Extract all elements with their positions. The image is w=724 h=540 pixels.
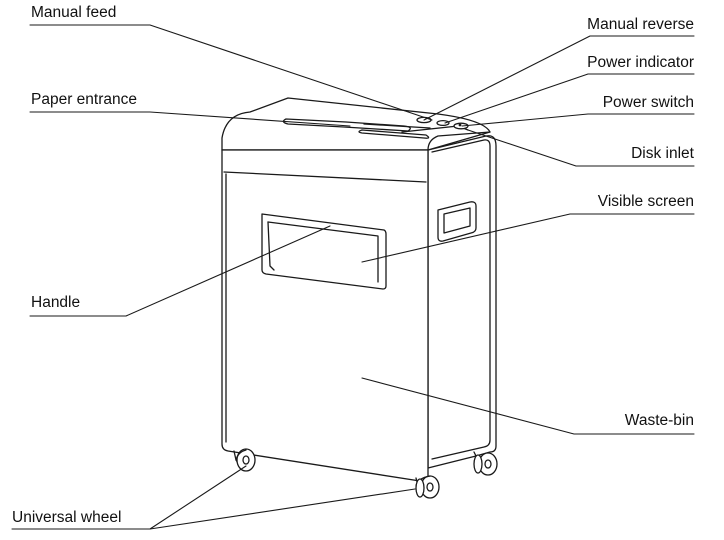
leader-power-switch xyxy=(461,113,695,127)
label-disk-inlet: Disk inlet xyxy=(631,145,694,162)
leader-visible-screen xyxy=(361,213,695,263)
shredder-side-panel xyxy=(427,135,497,469)
leader-lines xyxy=(11,24,695,530)
shredder-front-face xyxy=(221,149,429,482)
leader-handle xyxy=(29,225,331,317)
leader-waste-bin xyxy=(361,377,695,435)
leader-paper-entrance xyxy=(29,111,351,127)
leader-universal-wheel-2 xyxy=(149,488,416,530)
label-waste-bin: Waste-bin xyxy=(624,412,694,429)
label-manual-reverse: Manual reverse xyxy=(587,16,694,33)
side-handle xyxy=(437,201,477,242)
label-universal-wheel: Universal wheel xyxy=(12,509,122,526)
visible-screen-window xyxy=(261,213,387,290)
label-visible-screen: Visible screen xyxy=(597,193,694,210)
universal-wheels xyxy=(233,448,498,499)
label-paper-entrance: Paper entrance xyxy=(31,91,137,108)
label-manual-feed: Manual feed xyxy=(31,4,117,21)
leader-manual-feed xyxy=(29,24,433,121)
leader-power-indicator xyxy=(444,73,695,124)
leader-disk-inlet xyxy=(467,129,695,167)
label-power-switch: Power switch xyxy=(602,94,694,111)
leader-manual-reverse xyxy=(423,35,695,121)
label-handle: Handle xyxy=(31,294,81,311)
label-power-indicator: Power indicator xyxy=(587,54,694,71)
